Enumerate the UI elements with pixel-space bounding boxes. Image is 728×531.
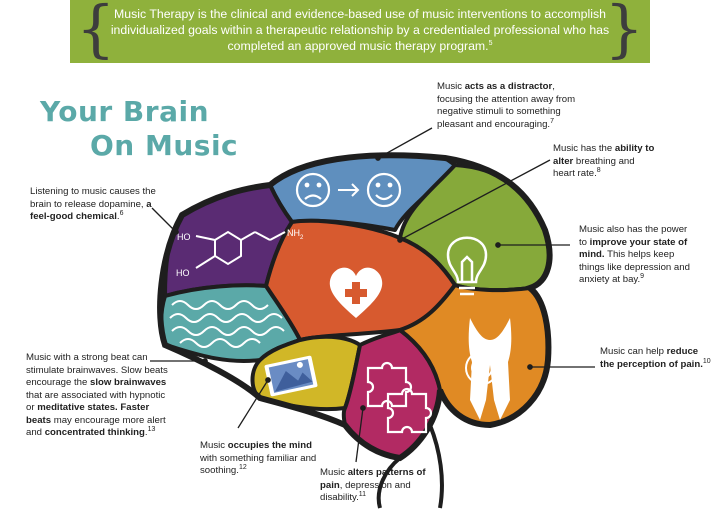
note-pain: Music can help reduce the perception of … bbox=[600, 346, 711, 370]
molecule-nh2: NH2 bbox=[287, 228, 304, 241]
brainwave-icon bbox=[169, 300, 285, 348]
pointer-dopamine bbox=[151, 207, 177, 233]
arrow-icon bbox=[338, 183, 360, 197]
picture-icon bbox=[264, 355, 318, 397]
right-brace-icon: } bbox=[604, 0, 644, 65]
dopamine-molecule-icon bbox=[195, 230, 286, 269]
note-dopamine: Listening to music causes the brain to r… bbox=[30, 186, 156, 222]
title-line-1: Your Brain bbox=[40, 95, 210, 128]
sad-face-icon bbox=[295, 172, 331, 208]
molecule-ho-top: HO bbox=[177, 232, 191, 242]
title-line-2: On Music bbox=[90, 129, 239, 162]
puzzle-icon bbox=[366, 361, 433, 434]
pointer-distractor bbox=[377, 127, 433, 159]
pointer-alters bbox=[355, 407, 364, 463]
note-alters: Music alters patterns of pain, depressio… bbox=[320, 467, 426, 503]
smiley-face-icon bbox=[366, 172, 402, 208]
banner-text: Music Therapy is the clinical and eviden… bbox=[110, 7, 610, 53]
left-brace-icon: { bbox=[76, 0, 116, 65]
heart-plus-icon bbox=[329, 267, 383, 318]
note-occupies: Music occupies the mind with something f… bbox=[200, 440, 317, 476]
page-title: Your Brain On Music bbox=[40, 95, 238, 163]
note-mind: Music also has the power to improve your… bbox=[579, 224, 690, 285]
definition-banner: { Music Therapy is the clinical and evid… bbox=[70, 0, 650, 65]
body-pain-icon bbox=[465, 318, 512, 420]
molecule-ho-bottom: HO bbox=[176, 268, 190, 278]
note-breathing: Music has the ability to alter breathing… bbox=[553, 143, 655, 179]
lightbulb-icon bbox=[446, 236, 488, 296]
note-brainwaves: Music with a strong beat can stimulate b… bbox=[26, 352, 168, 438]
brain-outline bbox=[157, 152, 553, 462]
pointer-occupies bbox=[237, 379, 269, 429]
brainstem-outline bbox=[376, 424, 444, 509]
pointer-breathing bbox=[399, 159, 551, 241]
note-distractor: Music acts as a distractor, focusing the… bbox=[437, 81, 576, 130]
